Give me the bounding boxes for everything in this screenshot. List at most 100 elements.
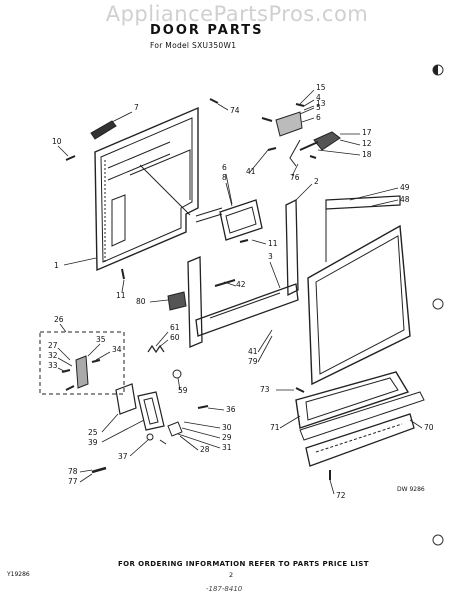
leader-11b — [121, 279, 125, 293]
small-hardware — [91, 405, 209, 474]
leader-13 — [303, 105, 315, 111]
callout-71: 71 — [270, 423, 280, 432]
page-number: 2 — [229, 571, 234, 579]
leader-59 — [177, 377, 181, 391]
callout-42: 42 — [236, 280, 246, 289]
leader-48 — [371, 199, 399, 207]
inner-door-panel — [94, 106, 199, 272]
leader-33 — [57, 367, 67, 373]
callout-41a: 41 — [246, 167, 256, 176]
leader-37 — [129, 439, 149, 457]
ordering-note: FOR ORDERING INFORMATION REFER TO PARTS … — [118, 560, 369, 568]
leader-2 — [295, 183, 313, 201]
leader-76 — [291, 163, 299, 177]
leader-10 — [57, 145, 69, 157]
callout-80: 80 — [136, 297, 146, 306]
callout-11a: 11 — [268, 239, 278, 248]
leader-41b — [257, 329, 273, 353]
callout-28: 28 — [200, 445, 210, 454]
binder-hole-middle — [432, 298, 444, 310]
handwritten-note: -187-8410 — [206, 585, 243, 593]
callout-4: 4 — [316, 93, 321, 102]
leader-3 — [269, 261, 281, 289]
leader-39 — [101, 419, 145, 443]
leader-70 — [409, 419, 423, 429]
callout-labels: 1234566781011111213151718252627282930313… — [48, 83, 434, 500]
callout-leaders — [57, 89, 423, 495]
callout-70: 70 — [424, 423, 434, 432]
leader-15 — [299, 89, 315, 105]
catalog-code: Y19286 — [7, 571, 30, 578]
callout-49: 49 — [400, 183, 410, 192]
leader-7 — [111, 111, 133, 123]
callout-41b: 41 — [248, 347, 258, 356]
callout-36: 36 — [226, 405, 236, 414]
callout-31: 31 — [222, 443, 232, 452]
callout-59: 59 — [178, 386, 188, 395]
diagram-code: DW 9286 — [397, 486, 425, 493]
callout-77: 77 — [68, 477, 78, 486]
callout-30: 30 — [222, 423, 232, 432]
callout-13: 13 — [316, 99, 326, 108]
callout-25: 25 — [88, 428, 98, 437]
leader-4 — [303, 99, 315, 107]
leader-49 — [349, 187, 399, 201]
callout-2: 2 — [314, 177, 319, 186]
callout-37: 37 — [118, 452, 128, 461]
screw-74 — [209, 98, 219, 104]
leader-79 — [257, 335, 273, 363]
bracket-assembly — [195, 199, 263, 243]
switch-80 — [167, 291, 187, 311]
binder-hole-top-fill — [433, 65, 438, 75]
spring-60 — [147, 344, 165, 354]
leader-8 — [225, 182, 233, 207]
callout-74: 74 — [230, 106, 240, 115]
callout-15: 15 — [316, 83, 326, 92]
leader-72 — [329, 479, 335, 495]
leader-34 — [95, 351, 111, 361]
leader-42 — [223, 281, 237, 287]
screw-11-lower — [121, 268, 125, 280]
callout-33: 33 — [48, 361, 58, 370]
callout-26: 26 — [54, 315, 64, 324]
leader-29 — [181, 427, 221, 439]
leader-32 — [57, 357, 73, 367]
callout-12: 12 — [362, 139, 372, 148]
callout-72: 72 — [336, 491, 346, 500]
leader-78 — [79, 469, 93, 473]
callout-18: 18 — [362, 150, 372, 159]
leader-80 — [149, 299, 169, 303]
callout-8: 8 — [222, 173, 227, 182]
screw-10 — [65, 155, 76, 161]
callout-3: 3 — [268, 252, 273, 261]
callout-76: 76 — [290, 173, 300, 182]
leader-26 — [59, 323, 67, 333]
leader-41a — [249, 149, 269, 173]
binder-hole-bottom — [432, 534, 444, 546]
callout-27: 27 — [48, 341, 58, 350]
callout-73: 73 — [260, 385, 270, 394]
leader-25 — [101, 413, 119, 433]
leader-61 — [155, 331, 169, 347]
leader-6b — [225, 173, 233, 205]
leader-77 — [79, 473, 93, 483]
callout-34: 34 — [112, 345, 122, 354]
callout-29: 29 — [222, 433, 232, 442]
bumper-59 — [172, 369, 182, 379]
callout-60: 60 — [170, 333, 180, 342]
leader-6a — [301, 117, 315, 123]
diagram-subtitle: For Model SXU350W1 — [150, 41, 237, 50]
callout-7: 7 — [134, 103, 139, 112]
callout-79: 79 — [248, 357, 258, 366]
leader-12 — [339, 139, 361, 146]
leader-74 — [217, 103, 229, 111]
callout-35: 35 — [96, 335, 106, 344]
leader-35 — [87, 343, 101, 357]
callout-1: 1 — [54, 261, 59, 270]
hinge-group — [39, 331, 125, 395]
callout-5: 5 — [316, 103, 321, 112]
callout-17: 17 — [362, 128, 372, 137]
callout-32: 32 — [48, 351, 58, 360]
